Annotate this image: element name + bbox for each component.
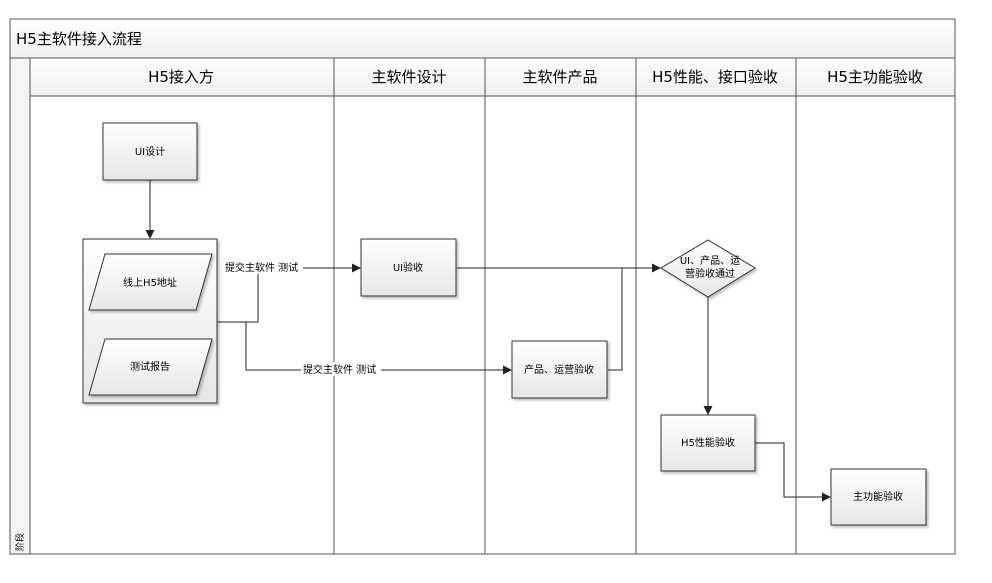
- edge-group-to-ui-check: [218, 263, 361, 323]
- node-main-func-check-label: 主功能验收: [853, 490, 903, 503]
- edge-perf-check-to-func-check: [755, 442, 831, 502]
- node-h5-perf-check: [660, 414, 756, 472]
- lane-dividers: [333, 58, 797, 554]
- node-online-url: [88, 253, 213, 311]
- node-ui-check: [360, 238, 457, 297]
- lane-header-h5: H5接入方: [148, 68, 214, 86]
- node-decision-label-line1: UI、产品、运: [680, 254, 740, 267]
- node-product-ops-check: [511, 340, 608, 399]
- lane-header-func: H5主功能验收: [827, 68, 923, 86]
- edge-group-to-product-check: [245, 322, 512, 375]
- node-h5-perf-check-label: H5性能验收: [681, 436, 735, 449]
- edge-label-submit-to-design: 提交主软件 测试: [225, 261, 298, 274]
- edge-label-submit-to-product: 提交主软件 测试: [303, 363, 376, 376]
- node-decision: [660, 239, 756, 298]
- stage-label: 阶段: [14, 533, 26, 551]
- stage-column: 阶段: [9, 57, 31, 555]
- connectors: [145, 180, 831, 502]
- node-main-func-check: [830, 468, 927, 526]
- edge-product-check-to-decision: [608, 268, 623, 371]
- lane-headers: H5接入方 主软件设计 主软件产品 H5性能、接口验收 H5主功能验收: [29, 57, 956, 97]
- node-ui-design: [102, 122, 198, 181]
- node-test-report-label: 测试报告: [130, 360, 170, 373]
- node-product-ops-check-label: 产品、运营验收: [524, 363, 594, 376]
- node-online-url-label: 线上H5地址: [123, 276, 177, 289]
- node-ui-design-label: UI设计: [135, 145, 165, 158]
- lane-header-perf: H5性能、接口验收: [652, 68, 778, 86]
- edge-labels: 提交主软件 测试 提交主软件 测试: [223, 260, 381, 376]
- node-ui-check-label: UI验收: [393, 261, 423, 274]
- lane-header-product: 主软件产品: [522, 68, 597, 86]
- diagram-title: H5主软件接入流程: [16, 30, 142, 48]
- node-decision-label-line2: 营验收通过: [685, 267, 735, 280]
- lane-header-design: 主软件设计: [371, 68, 446, 86]
- node-test-report: [88, 338, 213, 396]
